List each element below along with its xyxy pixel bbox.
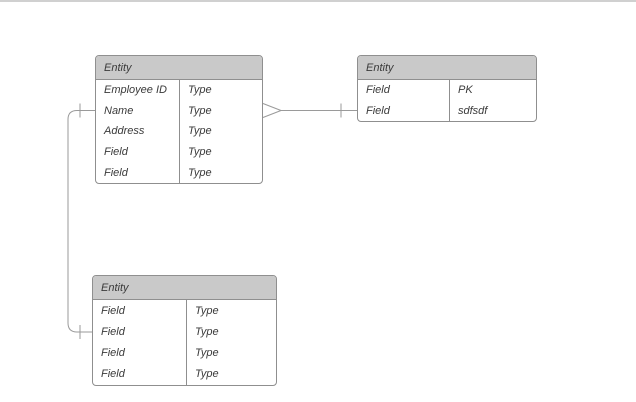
entity-3-title[interactable]: Entity bbox=[93, 276, 276, 300]
field-name-cell: Address bbox=[104, 125, 145, 138]
field-name-cell: Name bbox=[104, 104, 134, 117]
field-type-cell: Type bbox=[179, 121, 262, 142]
entity-table-2[interactable]: Entity Field PK Field sdfsdf bbox=[357, 55, 537, 122]
field-name-cell: Field bbox=[366, 104, 390, 117]
table-row[interactable]: Field Type bbox=[96, 141, 262, 163]
field-type-cell: Type bbox=[179, 141, 262, 163]
field-type-cell: Type bbox=[186, 300, 276, 322]
table-row[interactable]: Field Type bbox=[93, 342, 276, 364]
table-row[interactable]: Field Type bbox=[93, 321, 276, 343]
field-type-cell: Type bbox=[179, 100, 262, 122]
entity-2-title[interactable]: Entity bbox=[358, 56, 536, 80]
field-name-cell: Field bbox=[101, 347, 125, 360]
table-row[interactable]: Field Type bbox=[93, 363, 276, 385]
field-name-cell: Field bbox=[104, 146, 128, 159]
top-window-edge bbox=[0, 0, 636, 2]
field-type-cell: PK bbox=[449, 80, 536, 101]
field-type-cell: sdfsdf bbox=[449, 100, 536, 121]
field-type-cell: Type bbox=[179, 162, 262, 183]
table-row[interactable]: Field Type bbox=[96, 162, 262, 183]
relationship-line-2[interactable] bbox=[67, 110, 95, 333]
field-type-cell: Type bbox=[179, 80, 262, 101]
field-type-cell: Type bbox=[186, 321, 276, 343]
field-name-cell: Field bbox=[104, 166, 128, 179]
field-name-cell: Field bbox=[101, 325, 125, 338]
field-type-cell: Type bbox=[186, 363, 276, 385]
crows-foot-many-icon bbox=[262, 103, 282, 118]
table-row[interactable]: Employee ID Type bbox=[96, 80, 262, 101]
field-name-cell: Employee ID bbox=[104, 84, 167, 97]
table-row[interactable]: Name Type bbox=[96, 100, 262, 122]
field-type-cell: Type bbox=[186, 342, 276, 364]
entity-table-3[interactable]: Entity Field Type Field Type Field Type … bbox=[92, 275, 277, 386]
table-row[interactable]: Field PK bbox=[358, 80, 536, 101]
table-row[interactable]: Address Type bbox=[96, 121, 262, 142]
entity-1-title[interactable]: Entity bbox=[96, 56, 262, 80]
field-name-cell: Field bbox=[101, 304, 125, 317]
field-name-cell: Field bbox=[366, 84, 390, 97]
table-row[interactable]: Field Type bbox=[93, 300, 276, 322]
field-name-cell: Field bbox=[101, 368, 125, 381]
entity-table-1[interactable]: Entity Employee ID Type Name Type Addres… bbox=[95, 55, 263, 184]
table-row[interactable]: Field sdfsdf bbox=[358, 100, 536, 121]
